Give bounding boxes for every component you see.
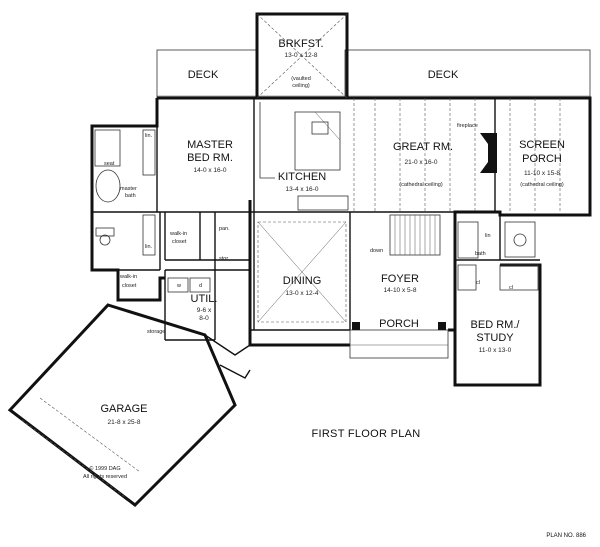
master-name-2: BED RM. (187, 152, 233, 164)
bedroom-study-name-2: STUDY (476, 332, 514, 344)
annotation-labels: seat lin. master bath lin. walk-in close… (104, 123, 513, 335)
master-dims: 14-0 x 16-0 (194, 167, 227, 174)
cl-label-2: cl (509, 285, 513, 291)
main-walls (90, 96, 592, 387)
walkin-label-2: walk-in (119, 274, 137, 280)
deck-right-name: DECK (428, 69, 459, 81)
foyer-name: FOYER (381, 273, 419, 285)
kitchen-dims: 13-4 x 16-0 (286, 186, 319, 193)
screen-porch-dims: 11-10 x 15-8 (524, 170, 560, 177)
deck-left-name: DECK (188, 69, 219, 81)
dining-name: DINING (283, 275, 322, 287)
stairs (389, 214, 441, 256)
room-labels: BRKFST. 13-0 x 12-8 (vaulted ceiling) DE… (100, 38, 565, 426)
master-bath-label-1: master (120, 186, 137, 192)
pan-label: pan. (219, 226, 230, 232)
bedroom-wing (457, 221, 539, 291)
copyright: © 1999 DAG All rights reserved (83, 465, 127, 480)
closet-label-1: closet (172, 239, 187, 245)
seat-label: seat (104, 161, 115, 167)
util-dims-2: 8-0 (199, 315, 209, 322)
great-name: GREAT RM. (393, 141, 453, 153)
bedroom-study-dims: 11-0 x 13-0 (479, 347, 512, 354)
screen-porch-name-2: PORCH (522, 153, 562, 165)
stor-label: stor. (219, 256, 230, 262)
copyright-line-2: All rights reserved (83, 474, 127, 480)
bedroom-study-name-1: BED RM./ (471, 319, 521, 331)
porch-name: PORCH (379, 318, 419, 330)
plan-number: PLAN NO. 886 (546, 533, 586, 539)
garage (7, 303, 237, 507)
walkin-label-1: walk-in (169, 231, 187, 237)
garage-name: GARAGE (100, 403, 147, 415)
cl-label-1: cl (476, 280, 480, 286)
kitchen-name: KITCHEN (278, 171, 326, 183)
closet-label-2: closet (122, 283, 137, 289)
lin-label-3: lin (485, 233, 491, 239)
storage-label: storage (147, 329, 165, 335)
dining-tray (257, 221, 347, 323)
lin-label-1: lin. (145, 133, 153, 139)
brkfst-note1: (vaulted (291, 76, 311, 82)
brkfst-note2: ceiling) (292, 83, 310, 89)
util-dims-1: 9-6 x (197, 307, 212, 314)
screen-porch-name-1: SCREEN (519, 139, 565, 151)
dryer-label: d (199, 283, 202, 289)
bath-label: bath (475, 251, 486, 257)
util-name: UTIL. (191, 293, 218, 305)
great-dims: 21-0 x 16-0 (405, 159, 438, 166)
master-bath-label-2: bath (125, 193, 136, 199)
brkfst-dims: 13-0 x 12-8 (285, 52, 318, 59)
lin-label-2: lin. (145, 244, 153, 250)
fireplace-label: fireplace (457, 123, 478, 129)
kitchen-fixtures (259, 102, 349, 211)
screen-porch-note: (cathedral ceiling) (520, 182, 564, 188)
plan-title: FIRST FLOOR PLAN (311, 428, 420, 440)
master-bath-fixtures (94, 129, 156, 256)
master-name-1: MASTER (187, 139, 233, 151)
brkfst-name: BRKFST. (278, 38, 323, 50)
utility-room (167, 277, 211, 293)
dining-dims: 13-0 x 12-4 (286, 290, 319, 297)
washer-label: w (176, 283, 181, 289)
garage-dims: 21-8 x 25-8 (108, 419, 141, 426)
foyer-dims: 14-10 x 5-8 (384, 287, 417, 294)
great-room-details (353, 98, 561, 212)
down-label: down (370, 248, 383, 254)
great-note: (cathedral ceiling) (399, 182, 443, 188)
garage-connector (204, 334, 251, 379)
decks (156, 49, 591, 99)
porch-area (349, 322, 449, 359)
copyright-line-1: © 1999 DAG (89, 465, 120, 472)
